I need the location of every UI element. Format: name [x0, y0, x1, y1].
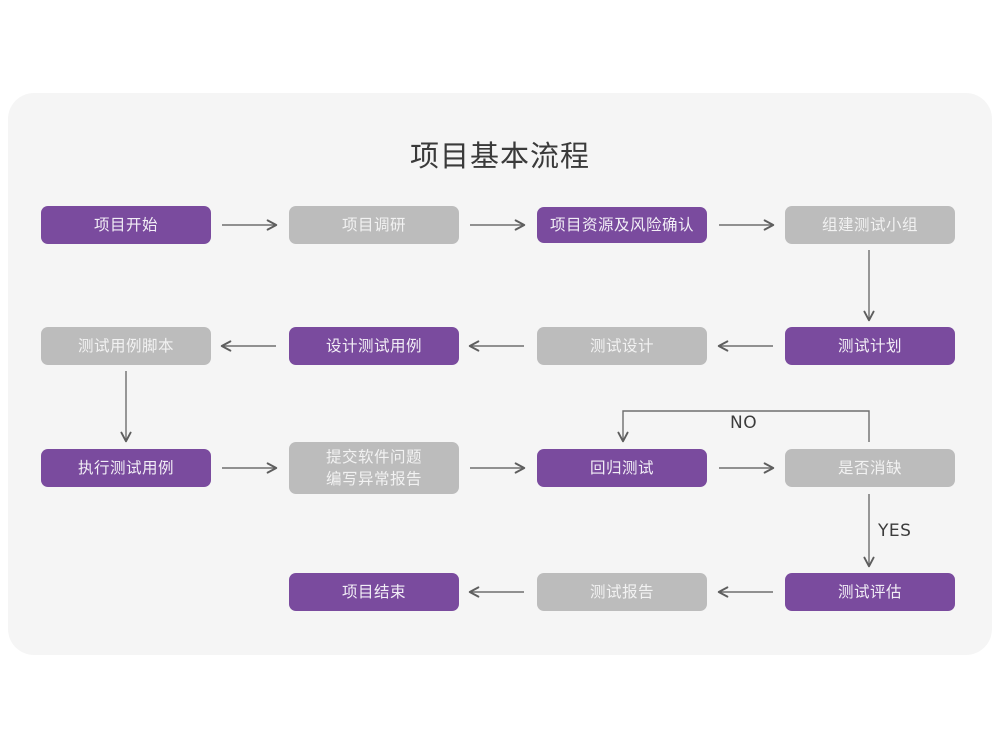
flowchart-card — [8, 93, 992, 655]
node-test-evaluation[interactable]: 测试评估 — [785, 573, 955, 611]
node-form-test-team[interactable]: 组建测试小组 — [785, 206, 955, 244]
node-label: 测试计划 — [837, 337, 902, 355]
node-test-plan[interactable]: 测试计划 — [785, 327, 955, 365]
node-defect-resolved-decision[interactable]: 是否消缺 — [785, 449, 955, 487]
node-test-report[interactable]: 测试报告 — [537, 573, 707, 611]
node-project-start[interactable]: 项目开始 — [41, 206, 211, 244]
page-title: 项目基本流程 — [409, 139, 590, 173]
edge-label-yes: YES — [878, 521, 912, 541]
node-design-test-case[interactable]: 设计测试用例 — [289, 327, 459, 365]
node-project-end[interactable]: 项目结束 — [289, 573, 459, 611]
node-label: 测试用例脚本 — [77, 337, 174, 355]
edge-label-no: NO — [730, 413, 758, 433]
node-label: 项目开始 — [93, 216, 158, 234]
node-execute-test-case[interactable]: 执行测试用例 — [41, 449, 211, 487]
node-test-design[interactable]: 测试设计 — [537, 327, 707, 365]
node-submit-issue-report[interactable]: 提交软件问题 编写异常报告 — [289, 442, 459, 494]
node-label: 设计测试用例 — [325, 337, 422, 355]
node-project-research[interactable]: 项目调研 — [289, 206, 459, 244]
node-label: 项目资源及风险确认 — [549, 216, 694, 234]
node-label: 测试评估 — [837, 583, 902, 601]
node-resource-risk-confirm[interactable]: 项目资源及风险确认 — [537, 207, 707, 243]
node-label: 提交软件问题 编写异常报告 — [325, 448, 422, 488]
node-regression-test[interactable]: 回归测试 — [537, 449, 707, 487]
node-label: 执行测试用例 — [77, 459, 174, 477]
node-test-case-script[interactable]: 测试用例脚本 — [41, 327, 211, 365]
node-label: 测试报告 — [589, 583, 654, 601]
node-label: 是否消缺 — [837, 459, 902, 477]
node-label: 回归测试 — [589, 459, 654, 477]
node-label: 项目结束 — [341, 583, 406, 601]
node-label: 组建测试小组 — [821, 216, 918, 234]
node-label: 项目调研 — [341, 216, 406, 234]
node-label: 测试设计 — [589, 337, 654, 355]
